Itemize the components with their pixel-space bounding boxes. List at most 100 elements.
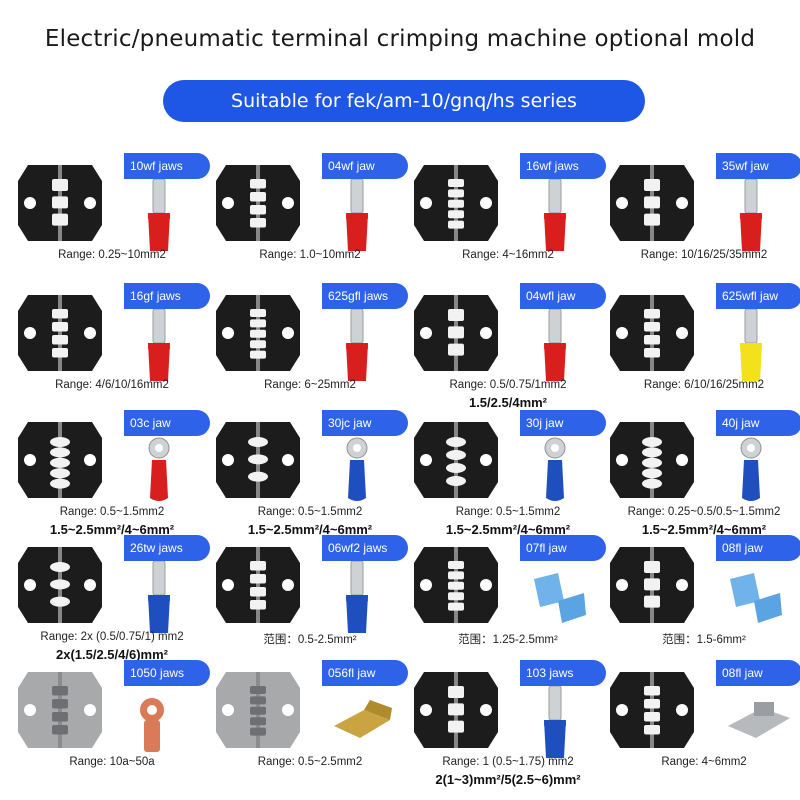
jaw-range: 范围：1.25-2.5mm² bbox=[458, 634, 558, 646]
product-card: 625wfl jaw Range: 6/10/16/25mm2 bbox=[606, 283, 800, 413]
crimp-jaw bbox=[212, 161, 304, 245]
quick-disconnect-terminal-icon bbox=[334, 700, 392, 738]
crimp-jaw-image bbox=[18, 295, 102, 371]
jaw-range-secondary: 2(1~3)mm²/5(2.5~6)mm² bbox=[435, 772, 581, 787]
crimp-jaw-image bbox=[414, 672, 498, 748]
product-card: 08fl jaw Range: 4~6mm2 bbox=[606, 660, 800, 790]
ferrule-terminal-icon bbox=[740, 178, 762, 251]
crimp-jaw bbox=[606, 668, 698, 752]
jaw-range: Range: 0.25~10mm2 bbox=[58, 249, 166, 261]
jaw-model-tag: 04wf jaw bbox=[322, 153, 408, 179]
jaw-model-tag: 625wfl jaw bbox=[716, 283, 800, 309]
crimp-jaw-image bbox=[610, 295, 694, 371]
jaw-model-tag: 06wf2 jaws bbox=[322, 535, 408, 561]
crimp-jaw-image bbox=[414, 547, 498, 623]
crimp-jaw-image bbox=[414, 295, 498, 371]
jaw-range: Range: 0.5/0.75/1mm2 bbox=[449, 379, 567, 391]
jaw-model-tag: 30j jaw bbox=[520, 410, 606, 436]
series-banner: Suitable for fek/am-10/gnq/hs series bbox=[163, 80, 645, 122]
jaw-range-secondary: 1.5/2.5/4mm² bbox=[468, 395, 548, 410]
crimp-jaw-image bbox=[18, 672, 102, 748]
crimp-jaw bbox=[410, 161, 502, 245]
crimp-jaw bbox=[14, 418, 106, 502]
crimp-jaw-image bbox=[216, 295, 300, 371]
jaw-model-tag: 04wfl jaw bbox=[520, 283, 606, 309]
crimp-jaw bbox=[606, 161, 698, 245]
jaw-range-secondary: 1.5~2.5mm²/4~6mm² bbox=[247, 522, 373, 537]
crimp-jaw bbox=[606, 291, 698, 375]
crimp-jaw-image bbox=[414, 422, 498, 498]
jaw-model-tag: 26tw jaws bbox=[124, 535, 210, 561]
jaw-range: Range: 1.0~10mm2 bbox=[259, 249, 361, 261]
page-title: Electric/pneumatic terminal crimping mac… bbox=[44, 26, 756, 52]
terminal-image bbox=[736, 436, 766, 513]
jaw-range-secondary: 2x(1.5/2.5/4/6)mm² bbox=[55, 647, 168, 662]
jaw-model-tag: 103 jaws bbox=[520, 660, 606, 686]
crimp-jaw bbox=[14, 161, 106, 245]
product-card: 08fl jaw 范围：1.5-6mm² bbox=[606, 535, 800, 665]
product-card: 03c jaw Range: 0.5~1.5mm2 1.5~2.5mm²/4~6… bbox=[14, 410, 210, 540]
terminal-image bbox=[540, 436, 570, 513]
terminal-image bbox=[342, 308, 372, 386]
crimp-jaw bbox=[410, 291, 502, 375]
terminal-image bbox=[540, 685, 570, 763]
crimp-jaw-image bbox=[18, 422, 102, 498]
product-card: 16gf jaws Range: 4/6/10/16mm2 bbox=[14, 283, 210, 413]
product-card: 1050 jaws Range: 10a~50a bbox=[14, 660, 210, 790]
terminal-image bbox=[342, 178, 372, 256]
jaw-model-tag: 056fl jaw bbox=[322, 660, 408, 686]
jaw-model-tag: 03c jaw bbox=[124, 410, 210, 436]
jaw-range: Range: 10a~50a bbox=[69, 756, 155, 768]
jaw-model-tag: 35wf jaw bbox=[716, 153, 800, 179]
ferrule-terminal-icon bbox=[148, 560, 170, 633]
crimp-jaw bbox=[14, 543, 106, 627]
terminal-image bbox=[144, 308, 174, 386]
product-card: 30jc jaw Range: 0.5~1.5mm2 1.5~2.5mm²/4~… bbox=[212, 410, 408, 540]
crimp-jaw bbox=[14, 291, 106, 375]
crimp-jaw bbox=[212, 418, 304, 502]
terminal-image bbox=[736, 308, 766, 386]
crimp-jaw bbox=[14, 668, 106, 752]
terminal-image bbox=[144, 436, 174, 513]
crimp-jaw-image bbox=[610, 165, 694, 241]
product-card: 35wf jaw Range: 10/16/25/35mm2 bbox=[606, 153, 800, 283]
terminal-image bbox=[330, 696, 394, 751]
product-card: 16wf jaws Range: 4~16mm2 bbox=[410, 153, 606, 283]
terminal-image bbox=[342, 560, 372, 638]
ferrule-terminal-icon bbox=[148, 308, 170, 381]
crimp-jaw bbox=[410, 668, 502, 752]
crimp-jaw-image bbox=[216, 422, 300, 498]
jaw-range: Range: 0.25~0.5/0.5~1.5mm2 bbox=[627, 506, 781, 518]
crimp-jaw bbox=[212, 543, 304, 627]
jaw-range: Range: 0.5~1.5mm2 bbox=[455, 506, 561, 518]
connector-terminal-icon bbox=[728, 702, 790, 738]
product-card: 30j jaw Range: 0.5~1.5mm2 1.5~2.5mm²/4~6… bbox=[410, 410, 606, 540]
flag-terminal-icon bbox=[534, 573, 586, 623]
jaw-range: 范围：0.5-2.5mm² bbox=[263, 634, 357, 646]
crimp-jaw-image bbox=[216, 547, 300, 623]
crimp-jaw-image bbox=[610, 422, 694, 498]
ring-terminal-icon bbox=[148, 437, 170, 501]
terminal-image bbox=[144, 560, 174, 638]
terminal-image bbox=[736, 178, 766, 256]
crimp-jaw-image bbox=[414, 165, 498, 241]
ferrule-terminal-icon bbox=[346, 178, 368, 251]
crimp-jaw-image bbox=[18, 165, 102, 241]
terminal-image bbox=[540, 308, 570, 386]
product-card: 04wf jaw Range: 1.0~10mm2 bbox=[212, 153, 408, 283]
terminal-image bbox=[724, 696, 794, 751]
ring-terminal-icon bbox=[740, 437, 762, 501]
product-card: 06wf2 jaws 范围：0.5-2.5mm² bbox=[212, 535, 408, 665]
jaw-model-tag: 30jc jaw bbox=[322, 410, 408, 436]
jaw-model-tag: 1050 jaws bbox=[124, 660, 210, 686]
ferrule-terminal-icon bbox=[544, 308, 566, 381]
ferrule-terminal-icon bbox=[346, 308, 368, 381]
crimp-jaw-image bbox=[216, 672, 300, 748]
crimp-jaw bbox=[212, 668, 304, 752]
ferrule-terminal-icon bbox=[740, 308, 762, 381]
copper-lug-icon bbox=[140, 698, 164, 752]
jaw-range: 范围：1.5-6mm² bbox=[662, 634, 746, 646]
product-card: 07fl jaw 范围：1.25-2.5mm² bbox=[410, 535, 606, 665]
crimp-jaw bbox=[606, 418, 698, 502]
